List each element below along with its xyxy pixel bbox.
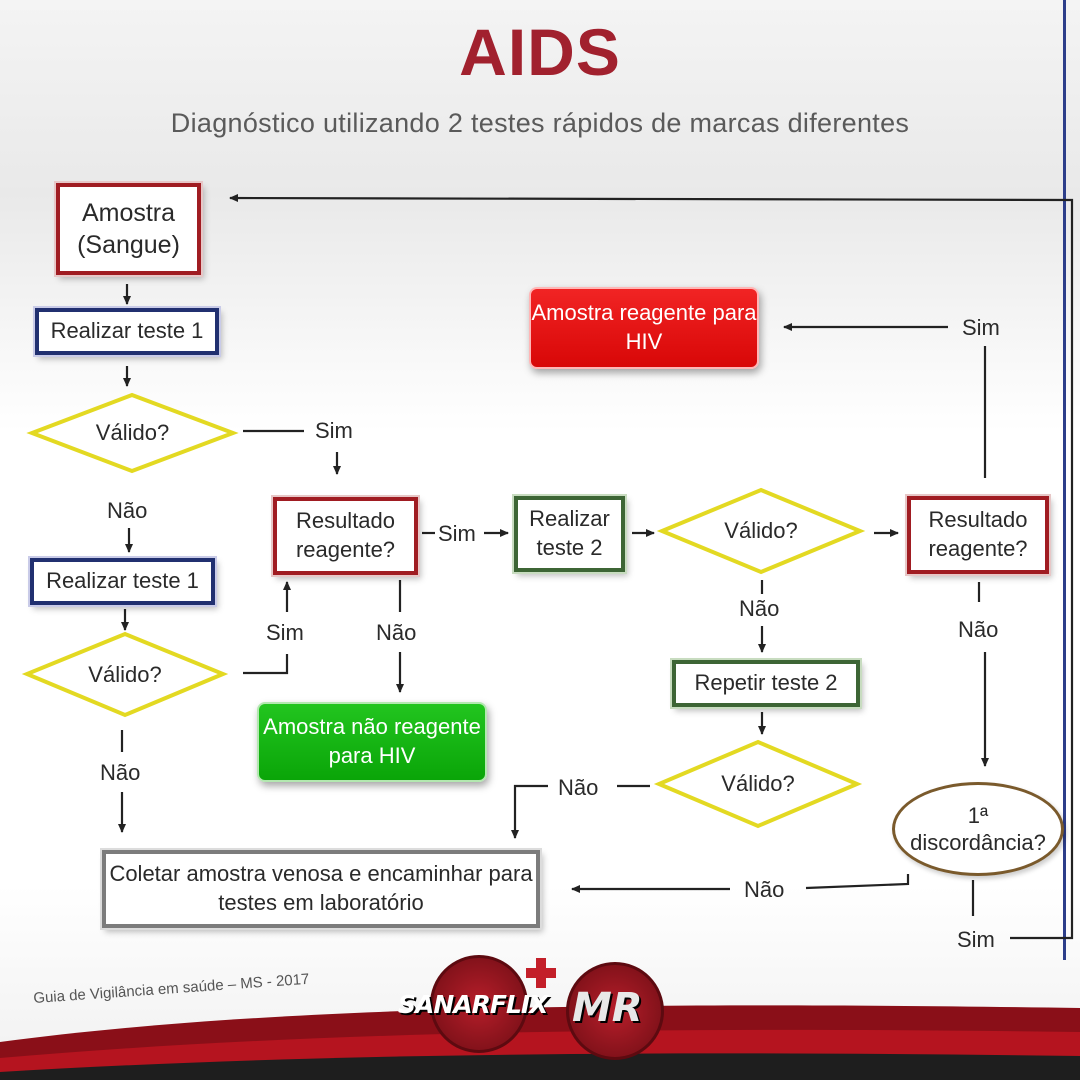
label-nao-valido1: Não [107, 498, 148, 523]
node-realizar-teste-1a: Realizar teste 1 [35, 308, 219, 355]
label-nao-resultado2: Não [958, 617, 999, 642]
diamond-label: Válido? [88, 661, 162, 687]
diamond-label: Válido? [724, 518, 798, 543]
mr-logo-circle [566, 962, 664, 1060]
page-title: AIDS [459, 15, 621, 89]
label-nao-valido2: Não [100, 760, 141, 785]
node-resultado-reagente-2: Resultado reagente? [907, 496, 1049, 574]
node-amostra-sangue: Amostra (Sangue) [56, 183, 201, 275]
sanarflix-logo-text: SANARFLIX [398, 990, 548, 1019]
label-sim-resultado2: Sim [962, 315, 1000, 340]
diamond-shape [21, 631, 229, 718]
node-coletar-amostra: Coletar amostra venosa e encaminhar para… [102, 850, 540, 928]
label-sim-valido2: Sim [266, 620, 304, 645]
diamond-shape [26, 392, 239, 474]
diamond-shape [653, 739, 863, 829]
node-primeira-discordancia: 1ª discordância? [892, 782, 1064, 876]
label-nao-valido3: Não [739, 596, 780, 621]
footer-wave [0, 1005, 1080, 1080]
sanarflix-logo-circle [430, 955, 528, 1053]
node-realizar-teste-2: Realizar teste 2 [514, 496, 625, 572]
node-realizar-teste-1b: Realizar teste 1 [30, 558, 215, 605]
label-sim-discordancia: Sim [957, 927, 995, 952]
node-valido-2: Válido? [21, 631, 229, 718]
node-repetir-teste-2: Repetir teste 2 [672, 660, 860, 707]
node-valido-4: Válido? [653, 739, 863, 829]
node-resultado-reagente-1: Resultado reagente? [273, 497, 418, 575]
label-nao-valido4: Não [558, 775, 599, 800]
plus-icon [526, 958, 556, 988]
node-valido-3: Válido? [656, 487, 866, 575]
label-nao-resultado1: Não [376, 620, 417, 645]
mr-logo-text: MR [572, 985, 643, 1031]
node-valido-1: Válido? [26, 392, 239, 474]
page-subtitle: Diagnóstico utilizando 2 testes rápidos … [170, 108, 910, 138]
diamond-label: Válido? [95, 420, 170, 445]
node-amostra-reagente: Amostra reagente para HIV [529, 287, 759, 369]
right-frame-line [1063, 0, 1066, 960]
diamond-label: Válido? [721, 771, 795, 796]
node-amostra-nao-reagente: Amostra não reagente para HIV [257, 702, 487, 782]
diamond-shape [656, 487, 866, 575]
label-sim-resultado1: Sim [438, 521, 476, 546]
label-sim-valido1: Sim [315, 418, 353, 443]
label-nao-discordancia: Não [744, 877, 785, 902]
